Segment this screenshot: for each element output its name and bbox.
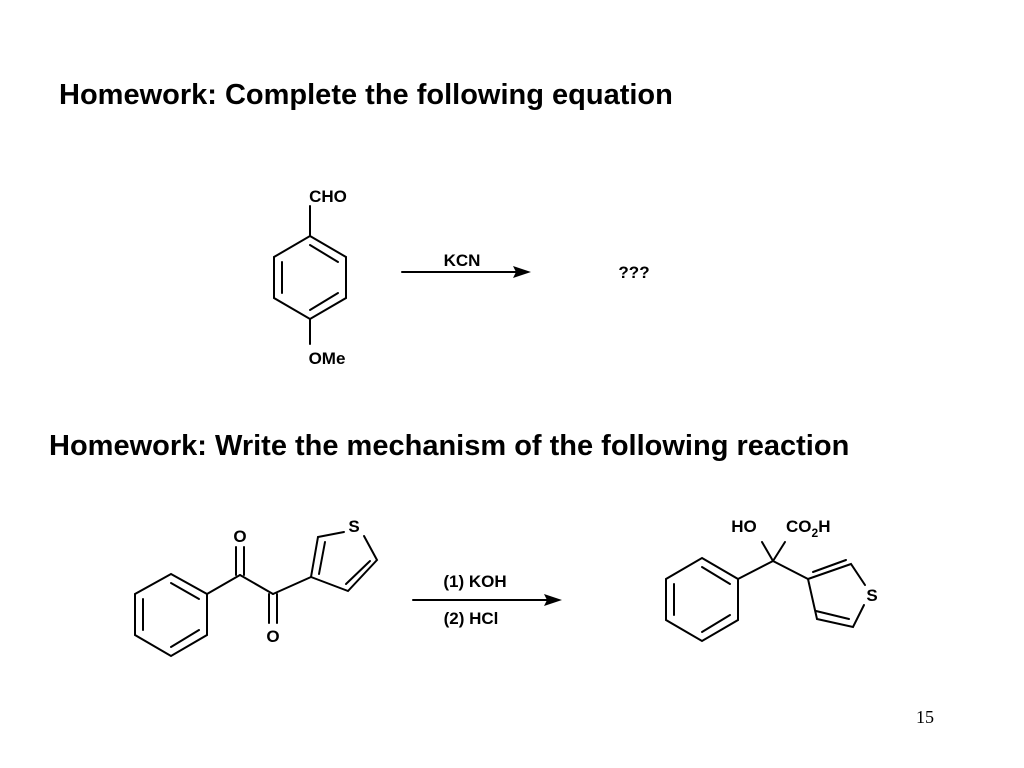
page-number: 15 (916, 707, 934, 727)
hydroxy-acid-molecule (665, 541, 866, 643)
ome-label: OMe (309, 349, 346, 368)
reaction-1-arrow-head (513, 266, 531, 278)
product-thiophene-inner-bond (815, 610, 850, 620)
diketone-thiophene-inner-bond (345, 560, 371, 585)
diketone-thiophene-ring (310, 531, 345, 578)
anisaldehyde-molecule (273, 205, 347, 345)
central-carbon-to-co2h-bond (772, 541, 786, 562)
central-carbon-to-thiophene-bond (772, 560, 809, 580)
product-phenyl-inner-bond (701, 566, 731, 585)
hydroxyl-label: HO (731, 517, 757, 536)
product-phenyl-ring (665, 556, 739, 643)
carboxylic-acid-label: CO2H (786, 517, 830, 540)
kcn-reagent-label: KCN (444, 251, 481, 270)
product-thiophene-inner-bond (812, 559, 847, 573)
carbonyl-to-thiophene-bond (272, 576, 312, 595)
anisaldehyde-inner-bond (309, 292, 339, 311)
koh-reagent-label: (1) KOH (443, 572, 506, 591)
anisaldehyde-benzene-ring (273, 234, 347, 321)
bottom-oxygen-label: O (266, 627, 279, 646)
product-thiophene-ring (807, 562, 866, 586)
diketone-phenyl-inner-bond (170, 629, 200, 648)
top-oxygen-label: O (233, 527, 246, 546)
diketone-thiophene-inner-bond (318, 541, 326, 575)
product-thiophene-ring (807, 578, 865, 629)
diketone-phenyl-inner-bond (170, 582, 200, 600)
cho-label: CHO (309, 187, 347, 206)
reactant-sulfur-label: S (348, 517, 359, 536)
central-carbon-to-oh-bond (761, 541, 774, 562)
diketone-phenyl-ring (134, 572, 208, 658)
heading-complete-equation: Homework: Complete the following equatio… (59, 79, 673, 111)
diketone-thiophene-ring (310, 535, 379, 593)
product-phenyl-inner-bond (701, 614, 731, 633)
phenyl-to-carbonyl-bond (206, 574, 241, 595)
hcl-reagent-label: (2) HCl (444, 609, 499, 628)
phenyl-to-central-carbon-bond (737, 560, 774, 580)
diketone-molecule (134, 531, 379, 658)
product-sulfur-label: S (866, 586, 877, 605)
reaction-2-arrow-head (544, 594, 562, 606)
unknown-product-label: ??? (618, 263, 649, 282)
carbonyl-carbonyl-bond (239, 574, 274, 595)
heading-write-mechanism: Homework: Write the mechanism of the fol… (49, 430, 850, 462)
anisaldehyde-inner-bond (309, 244, 339, 263)
